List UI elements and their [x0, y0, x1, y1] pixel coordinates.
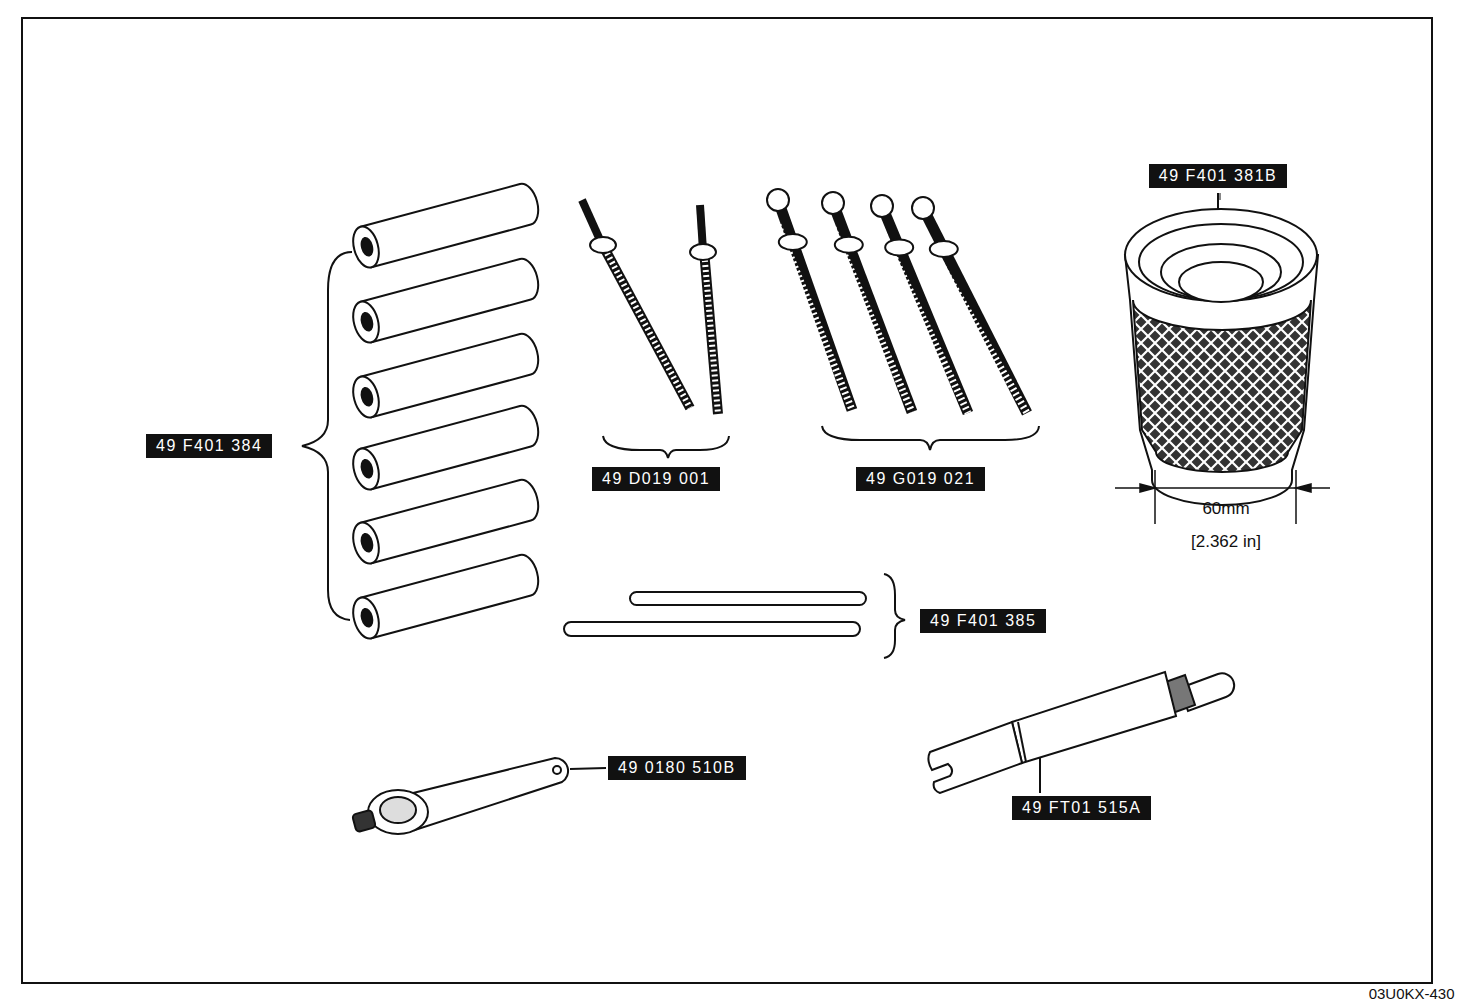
drawing-part — [871, 195, 893, 217]
drawing-part — [349, 595, 383, 642]
dimension-text: 60mm — [1202, 497, 1249, 521]
drawing-part — [361, 256, 543, 342]
drawing-part — [361, 477, 543, 563]
drawing-part — [360, 312, 374, 332]
drawing-part — [923, 233, 1027, 413]
drawing-part — [380, 797, 416, 823]
part-number: 49 G019 021 — [856, 467, 985, 491]
drawing-part — [779, 234, 807, 250]
drawing-part — [368, 790, 428, 834]
drawing-part — [704, 250, 718, 414]
roller-set — [349, 181, 542, 641]
drawing-part — [1012, 672, 1176, 763]
drawing-part — [1179, 262, 1263, 302]
brace — [302, 252, 352, 620]
drawing-part — [1125, 209, 1317, 301]
drawing-part — [923, 208, 1027, 413]
roller — [349, 256, 542, 345]
brace — [884, 574, 905, 658]
drawing-part — [1039, 758, 1041, 793]
roller — [349, 403, 542, 492]
dimension-text: 03U0KX-430 — [1369, 984, 1455, 1004]
drawing-part — [930, 241, 958, 257]
drawing-part — [360, 533, 374, 553]
drawing-part — [822, 192, 844, 214]
brace — [822, 426, 1039, 450]
leader-line — [1220, 193, 1221, 200]
drawing-part — [1154, 470, 1156, 524]
drawing-part — [582, 200, 600, 240]
drawing-part — [349, 224, 383, 271]
drawing-part — [352, 810, 376, 833]
rod-pair — [564, 592, 866, 636]
roller — [349, 552, 542, 641]
drawing-part — [405, 758, 568, 830]
part-number: 49 F401 384 — [146, 434, 272, 458]
installer-tool — [928, 672, 1234, 793]
roller — [349, 477, 542, 566]
drawing-part — [570, 768, 606, 769]
part-number: 49 0180 510B — [608, 756, 746, 780]
drawing-part — [349, 520, 383, 567]
drawing-part — [349, 299, 383, 346]
drawing-part — [553, 766, 561, 774]
part-number: 49 F401 385 — [920, 609, 1046, 633]
drawing-part — [885, 239, 913, 255]
dimension-line — [1115, 470, 1330, 524]
drawing-part — [361, 181, 543, 267]
wrench — [352, 758, 606, 834]
drawing-part — [564, 622, 860, 636]
drawing-part — [928, 722, 1022, 793]
drawing-part — [360, 387, 374, 407]
drawing-part — [1018, 722, 1026, 762]
drawing-part — [882, 231, 968, 413]
roller — [349, 181, 542, 270]
drawing-part — [1217, 193, 1219, 209]
drawing-part — [600, 240, 690, 408]
drawing-part — [361, 331, 543, 417]
drawing-part — [590, 237, 616, 253]
drawing-part — [360, 237, 374, 257]
drawing-part — [1140, 484, 1155, 492]
part-number: 49 D019 001 — [592, 467, 720, 491]
frame — [22, 18, 1432, 983]
brace — [603, 436, 729, 458]
drawing-part — [630, 592, 866, 605]
drawing-part — [1125, 255, 1318, 505]
drawing-part — [882, 206, 968, 413]
drawing-part — [349, 374, 383, 421]
drawing-part — [361, 552, 543, 638]
dimension-text: [2.362 in] — [1191, 530, 1261, 554]
part-number: 49 F401 381B — [1149, 164, 1288, 188]
drawing-part — [360, 459, 374, 479]
drawing-part — [360, 608, 374, 628]
drawing-part — [600, 240, 690, 408]
drawing-part — [1133, 300, 1311, 472]
drawing-part — [767, 189, 789, 211]
drawing-part — [833, 203, 912, 412]
drawing-part — [1296, 484, 1311, 492]
drawing-part — [361, 403, 543, 489]
drawing-part — [704, 250, 718, 414]
part-number: 49 FT01 515A — [1012, 796, 1151, 820]
drawing-part — [912, 197, 934, 219]
bolt-set — [767, 189, 1027, 413]
drawing-part — [690, 244, 716, 260]
knurled-cup — [1125, 193, 1318, 505]
drawing-part — [349, 446, 383, 493]
drawing-part — [1295, 470, 1297, 524]
bolt-pair — [582, 200, 718, 414]
drawing-part — [835, 237, 863, 253]
